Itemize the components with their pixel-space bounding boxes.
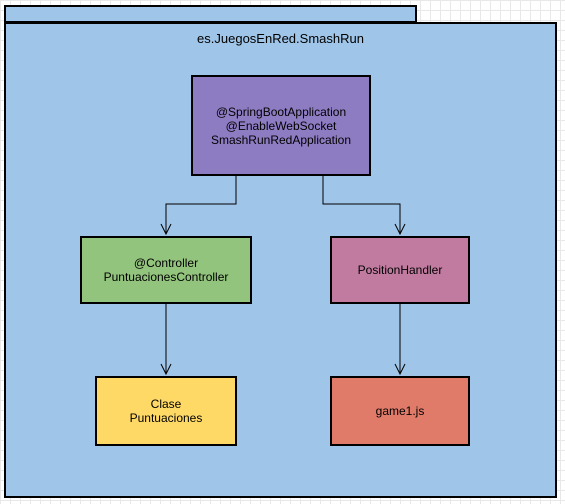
edge-app-to-position-handler [322, 176, 401, 234]
arrowhead-controller [160, 223, 172, 236]
node-controller-line-2: PuntuacionesController [103, 270, 229, 284]
node-clase-line-2: Puntuaciones [129, 411, 203, 425]
arrowhead-game [394, 363, 406, 376]
arrowhead-clase-puntuaciones [160, 363, 172, 376]
node-position-handler[interactable]: PositionHandler [330, 236, 470, 304]
node-game1-js[interactable]: game1.js [330, 376, 470, 446]
package-title: es.JuegosEnRed.SmashRun [197, 31, 364, 46]
node-app-line-2: @EnableWebSocket [225, 118, 337, 133]
node-clase-line-1: Clase [150, 397, 182, 411]
node-app-line-3: SmashRunRedApplication [210, 132, 352, 147]
edge-app-to-controller [165, 176, 237, 234]
node-game-label: game1.js [375, 404, 425, 418]
node-puntuaciones-controller[interactable]: @Controller PuntuacionesController [80, 236, 252, 304]
node-controller-line-1: @Controller [133, 256, 199, 270]
node-smashrun-red-application[interactable]: @SpringBootApplication @EnableWebSocket … [191, 75, 371, 176]
node-clase-puntuaciones[interactable]: Clase Puntuaciones [95, 376, 237, 446]
node-app-line-1: @SpringBootApplication [215, 104, 347, 119]
node-position-handler-label: PositionHandler [357, 263, 443, 277]
arrowhead-position-handler [394, 223, 406, 236]
